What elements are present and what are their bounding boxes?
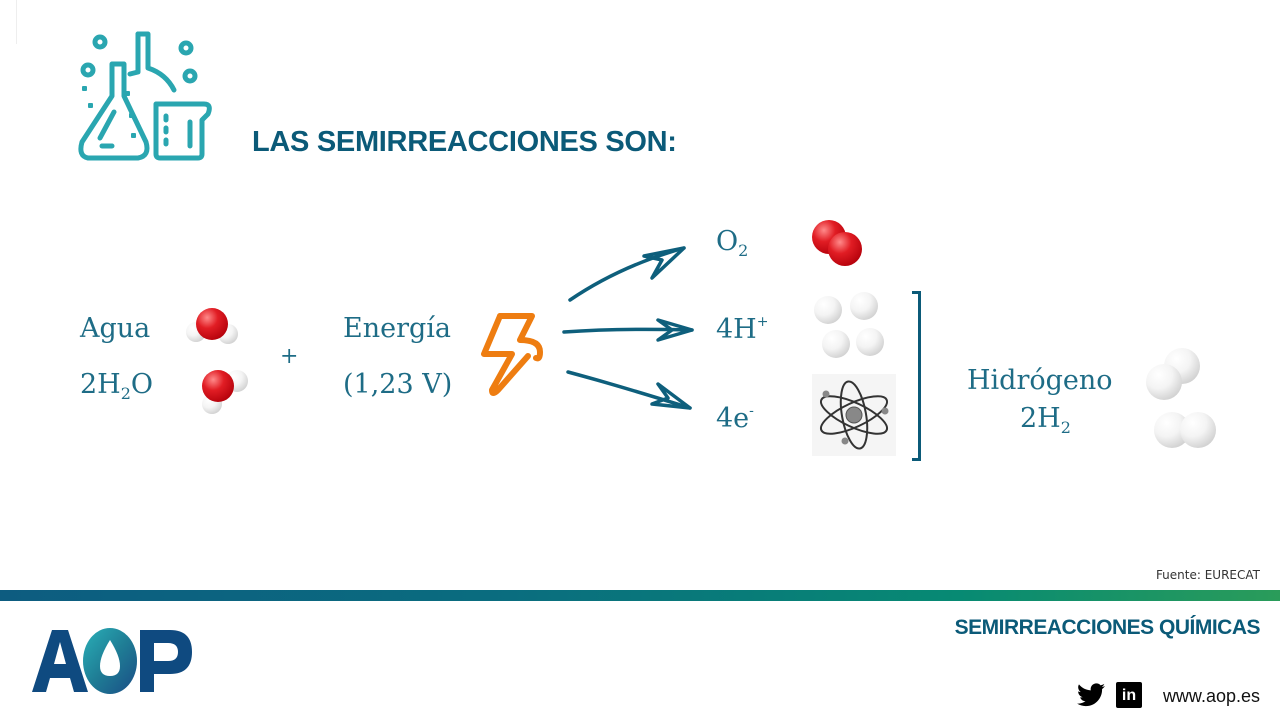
atom-icon <box>812 374 896 456</box>
edge-line <box>16 0 17 44</box>
arrow-to-electrons <box>566 370 692 410</box>
aop-logo[interactable] <box>30 626 230 696</box>
website-link[interactable]: www.aop.es <box>1162 686 1260 706</box>
aop-logo-icon <box>32 628 192 694</box>
result-label: Hidrógeno <box>967 365 1113 396</box>
twitter-icon[interactable] <box>1077 683 1105 707</box>
lab-flasks-icon <box>78 31 212 161</box>
product-electrons: 4e- <box>716 403 754 434</box>
plus-sign: + <box>280 344 299 369</box>
result-formula: 2H2 <box>1020 403 1071 437</box>
linkedin-icon[interactable]: in <box>1116 682 1142 708</box>
oxygen-molecule-icon <box>810 218 866 272</box>
hydrogen-molecules-icon <box>1142 346 1222 456</box>
water-molecule-icon <box>198 366 254 416</box>
grouping-bracket <box>912 291 921 461</box>
source-note: Fuente: EURECAT <box>1155 568 1260 582</box>
footer-title: SEMIRREACCIONES QUÍMICAS <box>954 616 1261 639</box>
arrow-to-h-plus <box>562 327 694 334</box>
water-formula: 2H2O <box>80 369 154 403</box>
arrow-to-o2 <box>568 246 686 302</box>
water-molecule-icon <box>184 306 244 350</box>
footer-divider <box>0 590 1280 601</box>
product-o2: O2 <box>716 226 749 260</box>
hydrogen-ions-icon <box>810 292 890 362</box>
lightning-bolt-icon <box>481 313 543 396</box>
water-label: Agua <box>80 313 151 344</box>
energy-value: (1,23 V) <box>343 369 453 400</box>
reaction-arrows <box>562 246 694 410</box>
product-h-plus: 4H+ <box>716 314 769 345</box>
energy-label: Energía <box>343 313 451 344</box>
page-title: LAS SEMIRREACCIONES SON: <box>252 126 677 158</box>
